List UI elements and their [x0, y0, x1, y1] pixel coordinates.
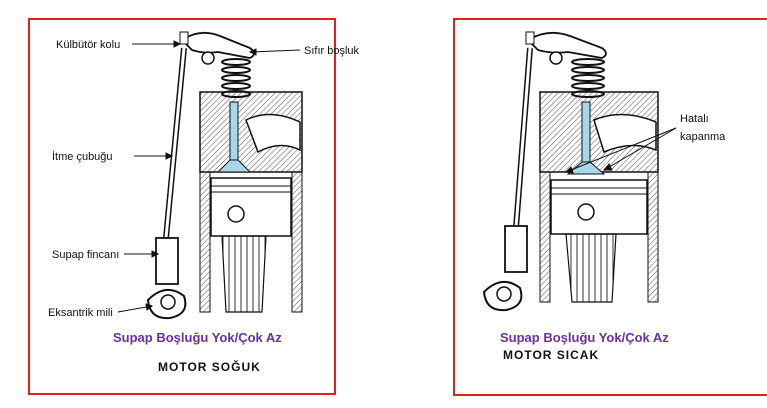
left-connecting-rod [221, 235, 267, 313]
label-faulty-closing-line1: Hatalı [680, 113, 709, 125]
label-camshaft: Eksantrik mili [48, 307, 113, 319]
left-rocker-arm [180, 31, 255, 59]
right-rocker-pivot [549, 51, 563, 65]
right-piston-pin [577, 203, 595, 221]
right-cylinder-wall-right [647, 171, 659, 303]
left-cylinder-wall-right [291, 171, 303, 313]
label-faulty-closing-line2: kapanma [680, 131, 726, 143]
right-cylinder-wall-left [539, 171, 551, 303]
right-valve-spring [571, 58, 605, 98]
right-connecting-rod [565, 233, 617, 303]
label-rocker-arm: Külbütör kolu [56, 39, 120, 51]
right-caption: Supap Boşluğu Yok/Çok Az [500, 330, 669, 345]
label-push-rod: İtme çubuğu [52, 150, 113, 163]
left-valve-lifter [155, 237, 179, 285]
left-piston-pin [227, 205, 245, 223]
left-state-label: MOTOR SOĞUK [158, 359, 261, 374]
right-valve-lifter [504, 225, 528, 273]
left-piston [210, 177, 292, 237]
left-caption: Supap Boşluğu Yok/Çok Az [113, 330, 282, 345]
left-valve-head [216, 159, 252, 173]
right-valve-stem [581, 101, 591, 169]
right-port [593, 113, 657, 154]
right-engine-drawing: Hatalı kapanma Supap Boşluğu Yok/Çok Az … [482, 31, 726, 362]
left-port [245, 113, 301, 154]
left-valve-stem [229, 101, 239, 169]
left-rocker-pivot [201, 51, 215, 65]
right-rocker-arm [526, 31, 607, 59]
label-valve-lifter: Supap fincanı [52, 249, 119, 261]
left-valve-spring [221, 58, 251, 98]
left-cylinder-wall-left [199, 171, 211, 313]
left-engine-drawing: Külbütör kolu Sıfır boşluk İtme çubuğu S… [48, 31, 360, 374]
right-adjuster [525, 31, 535, 45]
right-state-label: MOTOR SICAK [503, 348, 599, 362]
left-adjuster [179, 31, 189, 45]
label-zero-clearance: Sıfır boşluk [304, 45, 360, 57]
